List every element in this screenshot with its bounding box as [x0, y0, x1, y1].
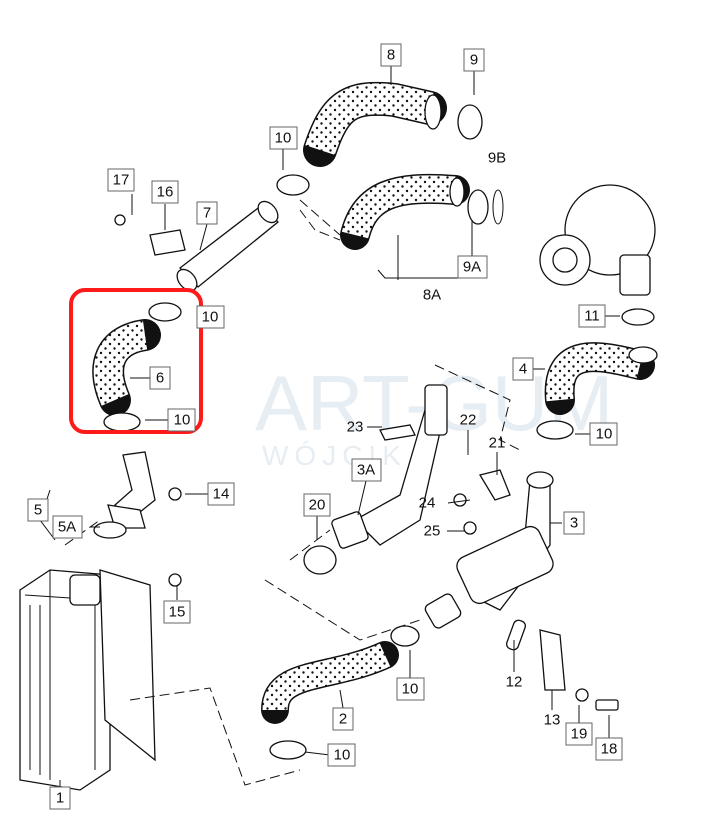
label-1[interactable]: 1 — [49, 786, 71, 810]
hose-8 — [303, 81, 447, 167]
watermark-sub: WÓJCIK — [262, 440, 407, 471]
pipe-3A — [331, 384, 448, 549]
part-number-text: 5A — [58, 519, 76, 536]
part-number-text: 8 — [387, 47, 395, 64]
part-number-text: 4 — [519, 361, 527, 378]
part-labels: 8 9 10 9B 17 16 7 9A 8A 10 11 6 4 10 23 … — [27, 43, 623, 810]
part-number-text: 5 — [34, 502, 42, 519]
label-4[interactable]: 4 — [512, 357, 534, 381]
part-number-text: 9A — [463, 259, 481, 276]
part-number-text: 16 — [157, 184, 174, 201]
hardware — [114, 214, 619, 711]
part-number-text: 3A — [357, 462, 375, 479]
label-5A[interactable]: 5A — [52, 515, 83, 539]
label-10[interactable]: 10 — [269, 126, 298, 150]
hose-4 — [544, 342, 658, 415]
part-number-text: 19 — [571, 726, 588, 743]
label-24[interactable]: 24 — [419, 495, 436, 512]
turbocharger — [539, 184, 656, 296]
label-21[interactable]: 21 — [489, 435, 506, 452]
label-10[interactable]: 10 — [589, 422, 618, 446]
label-9B[interactable]: 9B — [488, 150, 506, 167]
pipe-5 — [93, 451, 156, 539]
label-5[interactable]: 5 — [27, 498, 49, 522]
label-12[interactable]: 12 — [506, 674, 523, 691]
label-10-highlighted-lower[interactable]: 10 — [167, 408, 196, 432]
hose-2 — [261, 641, 399, 724]
label-9[interactable]: 9 — [463, 48, 485, 72]
label-8A[interactable]: 8A — [423, 287, 441, 304]
label-13[interactable]: 13 — [544, 712, 561, 729]
part-number-text: 2 — [339, 711, 347, 728]
part-number-text: 7 — [203, 205, 211, 222]
part-number-text: 10 — [275, 130, 292, 147]
part-number-text: 10 — [174, 412, 191, 429]
part-number-text: 10 — [202, 309, 219, 326]
hose-8A — [340, 173, 470, 250]
label-10-highlighted-upper[interactable]: 10 — [196, 305, 225, 329]
label-22[interactable]: 22 — [460, 412, 477, 429]
part-number-text: 10 — [334, 747, 351, 764]
part-number-text: 10 — [596, 426, 613, 443]
clamps — [103, 104, 655, 760]
part-number-text: 17 — [113, 172, 130, 189]
label-7[interactable]: 7 — [196, 201, 218, 225]
part-number-text: 1 — [56, 790, 64, 807]
part-number-text: 6 — [156, 370, 164, 387]
part-number-text: 18 — [601, 741, 618, 758]
part-number-text: 14 — [213, 486, 230, 503]
label-10[interactable]: 10 — [396, 677, 425, 701]
part-number-text: 9 — [470, 52, 478, 69]
label-17[interactable]: 17 — [107, 168, 135, 192]
label-23[interactable]: 23 — [347, 419, 364, 436]
pipe-7 — [176, 200, 279, 292]
part-number-text: 3 — [570, 515, 578, 532]
hose-6 — [92, 319, 161, 416]
label-18[interactable]: 18 — [595, 737, 623, 761]
label-9A[interactable]: 9A — [457, 255, 488, 279]
intercooler — [19, 569, 156, 791]
part-number-text: 10 — [402, 681, 419, 698]
label-25[interactable]: 25 — [424, 523, 441, 540]
label-10[interactable]: 10 — [327, 743, 356, 767]
part-number-text: 11 — [584, 308, 600, 325]
label-2[interactable]: 2 — [332, 707, 354, 731]
label-16[interactable]: 16 — [151, 180, 179, 204]
label-6[interactable]: 6 — [149, 366, 171, 390]
label-8[interactable]: 8 — [380, 43, 402, 67]
highlight-box — [69, 288, 203, 434]
label-14[interactable]: 14 — [207, 482, 235, 506]
label-11[interactable]: 11 — [578, 304, 606, 328]
label-19[interactable]: 19 — [565, 722, 593, 746]
label-15[interactable]: 15 — [163, 600, 191, 624]
label-3A[interactable]: 3A — [351, 458, 382, 482]
label-20[interactable]: 20 — [303, 493, 331, 517]
part-number-text: 15 — [169, 604, 186, 621]
label-3[interactable]: 3 — [563, 511, 585, 535]
pipe-3 — [424, 471, 554, 629]
part-number-text: 20 — [309, 497, 326, 514]
